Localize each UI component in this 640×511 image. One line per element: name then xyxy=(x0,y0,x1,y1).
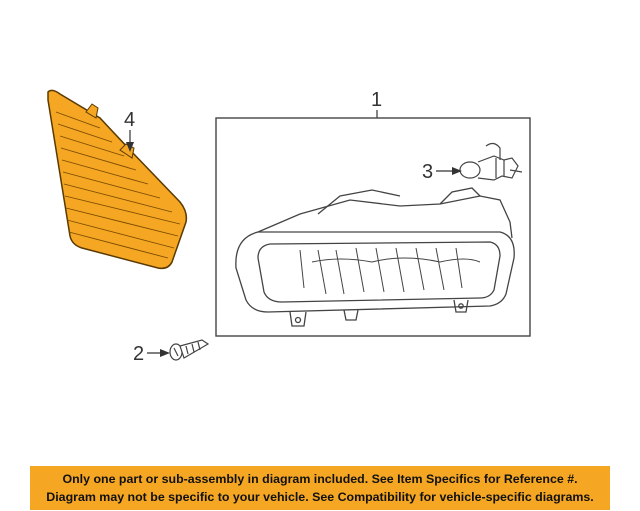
disclaimer-line-2: Diagram may not be specific to your vehi… xyxy=(46,490,594,504)
callout-2: 2 xyxy=(133,343,170,365)
screw-part-2 xyxy=(169,339,210,361)
parts-diagram: 4 1 xyxy=(47,89,531,365)
callout-2-label: 2 xyxy=(133,343,144,365)
bezel-cover-part-4 xyxy=(47,89,188,270)
callout-4-label: 4 xyxy=(124,109,135,131)
callout-4: 4 xyxy=(124,109,135,152)
disclaimer-line-1: Only one part or sub-assembly in diagram… xyxy=(62,472,578,486)
disclaimer-banner: Only one part or sub-assembly in diagram… xyxy=(30,466,610,510)
callout-3: 3 xyxy=(422,161,462,183)
callout-1-label: 1 xyxy=(371,89,382,111)
assembly-frame xyxy=(215,117,531,337)
bulb-part-3 xyxy=(459,142,523,181)
callout-3-label: 3 xyxy=(422,161,433,183)
fog-lamp-housing-part-1 xyxy=(235,187,515,327)
callout-1: 1 xyxy=(371,89,382,118)
